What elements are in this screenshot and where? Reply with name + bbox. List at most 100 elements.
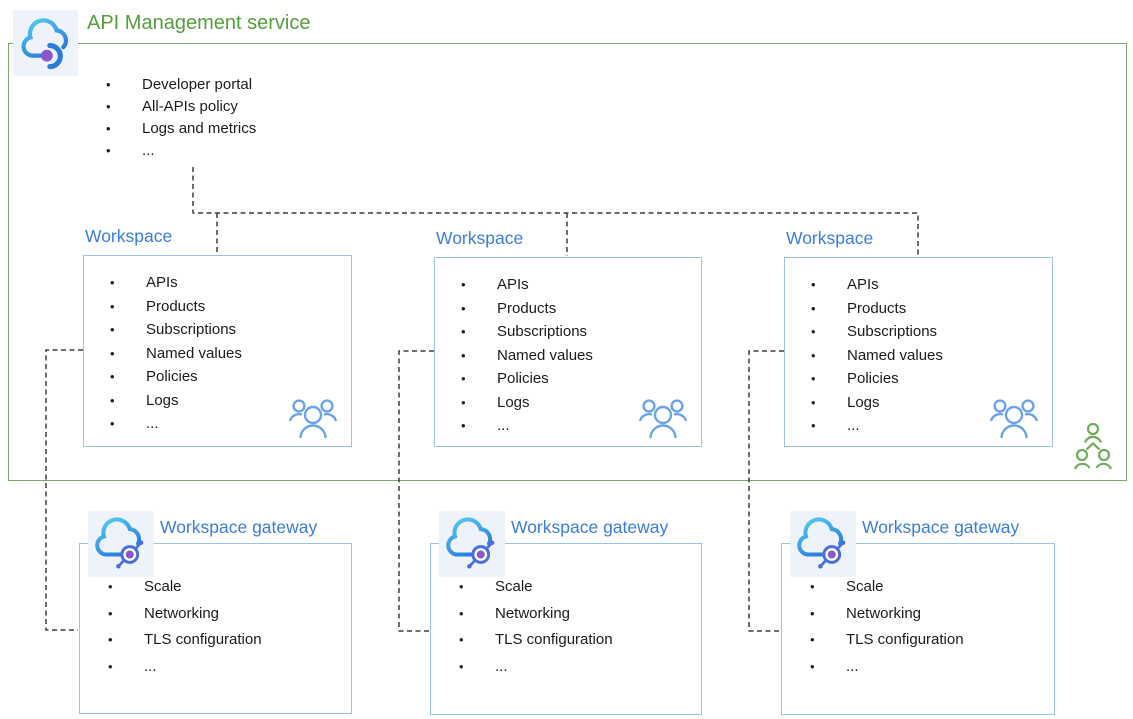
list-item: •APIs [811,276,943,300]
list-item-text: ... [847,417,860,434]
bullet-marker: • [106,143,111,158]
list-item-text: Networking [495,604,571,622]
list-item-text: Networking [144,604,220,622]
org-people-icon [1074,422,1112,470]
list-item-text: Logs [497,393,530,411]
list-item-text: Developer portal [142,76,253,93]
list-item-text: Named values [146,344,242,362]
list-item: •Products [811,300,943,324]
list-item-text: Named values [847,346,943,364]
list-item: •Policies [811,370,943,394]
workspace1-to-gateway1-connector [45,349,83,631]
gateway1-title: Workspace gateway [160,517,318,537]
bullet-marker: • [459,579,464,594]
list-item: •Subscriptions [811,323,943,347]
bullet-marker: • [459,605,464,621]
list-item: • Developer portal [106,76,256,98]
bullet-marker: • [461,324,466,339]
bullet-marker: • [110,345,115,361]
list-item-text: Subscriptions [497,323,588,340]
bullet-marker: • [106,121,111,136]
list-item: •TLS configuration [810,631,964,658]
bullet-marker: • [106,77,111,92]
bullet-marker: • [108,579,113,594]
bullet-marker: • [110,392,115,408]
list-item: •APIs [461,276,593,300]
list-item-text: APIs [847,276,879,293]
gateway2-title: Workspace gateway [511,517,669,537]
bullet-marker: • [461,371,466,386]
list-item-text: ... [495,657,508,675]
list-item-text: TLS configuration [495,631,613,648]
api-management-service-box [8,43,1127,481]
bullet-marker: • [108,605,113,621]
workspace-gateway-cloud-icon [797,517,846,569]
list-item: • Scale [810,578,964,605]
list-item: •Named values [461,347,593,371]
bullet-marker: • [811,418,816,433]
list-item-text: Products [497,299,557,317]
list-item-text: ... [497,417,510,434]
workspace3-to-gateway3-connector [748,350,784,632]
list-item: • Networking [459,605,613,632]
service-to-workspaces-connector [192,167,919,256]
list-item-text: Policies [497,370,549,387]
workspace2-feature-list: •APIs•Products•Subscriptions•Named value… [461,276,593,441]
workspace-gateway-cloud-icon [95,517,144,569]
list-item: •Products [110,298,242,322]
bullet-marker: • [459,658,464,674]
bullet-marker: • [110,369,115,384]
list-item: • Logs and metrics [106,120,256,142]
list-item: •Subscriptions [110,321,242,345]
list-item: • Logs [461,394,593,418]
list-item-text: ... [142,142,155,159]
list-item-text: Policies [146,368,198,385]
gateway2-feature-list: • Scale • Networking • TLS configuration •... [459,578,613,684]
bullet-marker: • [810,579,815,594]
list-item: •... [108,658,262,685]
list-item: •APIs [110,274,242,298]
bullet-marker: • [811,300,816,316]
list-item: •Logs [811,394,943,418]
bullet-marker: • [461,347,466,363]
list-item: •... [110,415,242,439]
list-item: •Networking [810,605,964,632]
bullet-marker: • [461,277,466,292]
bullet-marker: • [108,632,113,647]
list-item-text: Subscriptions [847,323,938,340]
people-group-icon [638,399,688,439]
bullet-marker: • [108,658,113,674]
list-item: • Logs [110,392,242,416]
list-item: •... [106,142,256,164]
list-item: •... [811,417,943,441]
list-item-text: TLS configuration [846,631,964,648]
list-item: •... [459,658,613,685]
list-item-text: APIs [146,274,178,291]
list-item: • Policies [461,370,593,394]
gateway3-feature-list: •Scale•Networking•TLS configuration•... [810,578,964,684]
api-management-cloud-icon [20,18,68,70]
list-item-text: Scale [495,578,533,595]
bullet-marker: • [810,658,815,674]
list-item-text: Logs [146,391,179,409]
workspace3-box: •APIs•Products•Subscriptions•Named value… [784,257,1053,447]
workspace1-box: •APIs•Products•Subscriptions•Named value… [83,255,352,447]
list-item-text: Scale [846,578,884,595]
list-item-text: Products [146,297,206,315]
bullet-marker: • [106,99,111,114]
list-item: •... [810,658,964,685]
list-item-text: Logs and metrics [142,120,257,137]
bullet-marker: • [811,371,816,386]
bullet-marker: • [461,394,466,410]
list-item-text: All-APIs policy [142,98,238,115]
workspace2-to-gateway2-connector [398,350,434,632]
bullet-marker: • [810,605,815,621]
workspace3-title: Workspace [786,228,874,248]
list-item: •... [461,417,593,441]
workspace1-feature-list: •APIs•Products•Subscriptions•Named value… [110,274,242,439]
workspace2-box: •APIs•Products•Subscriptions•Named value… [434,257,702,447]
list-item-text: Logs [847,393,880,411]
list-item-text: Scale [144,578,182,595]
